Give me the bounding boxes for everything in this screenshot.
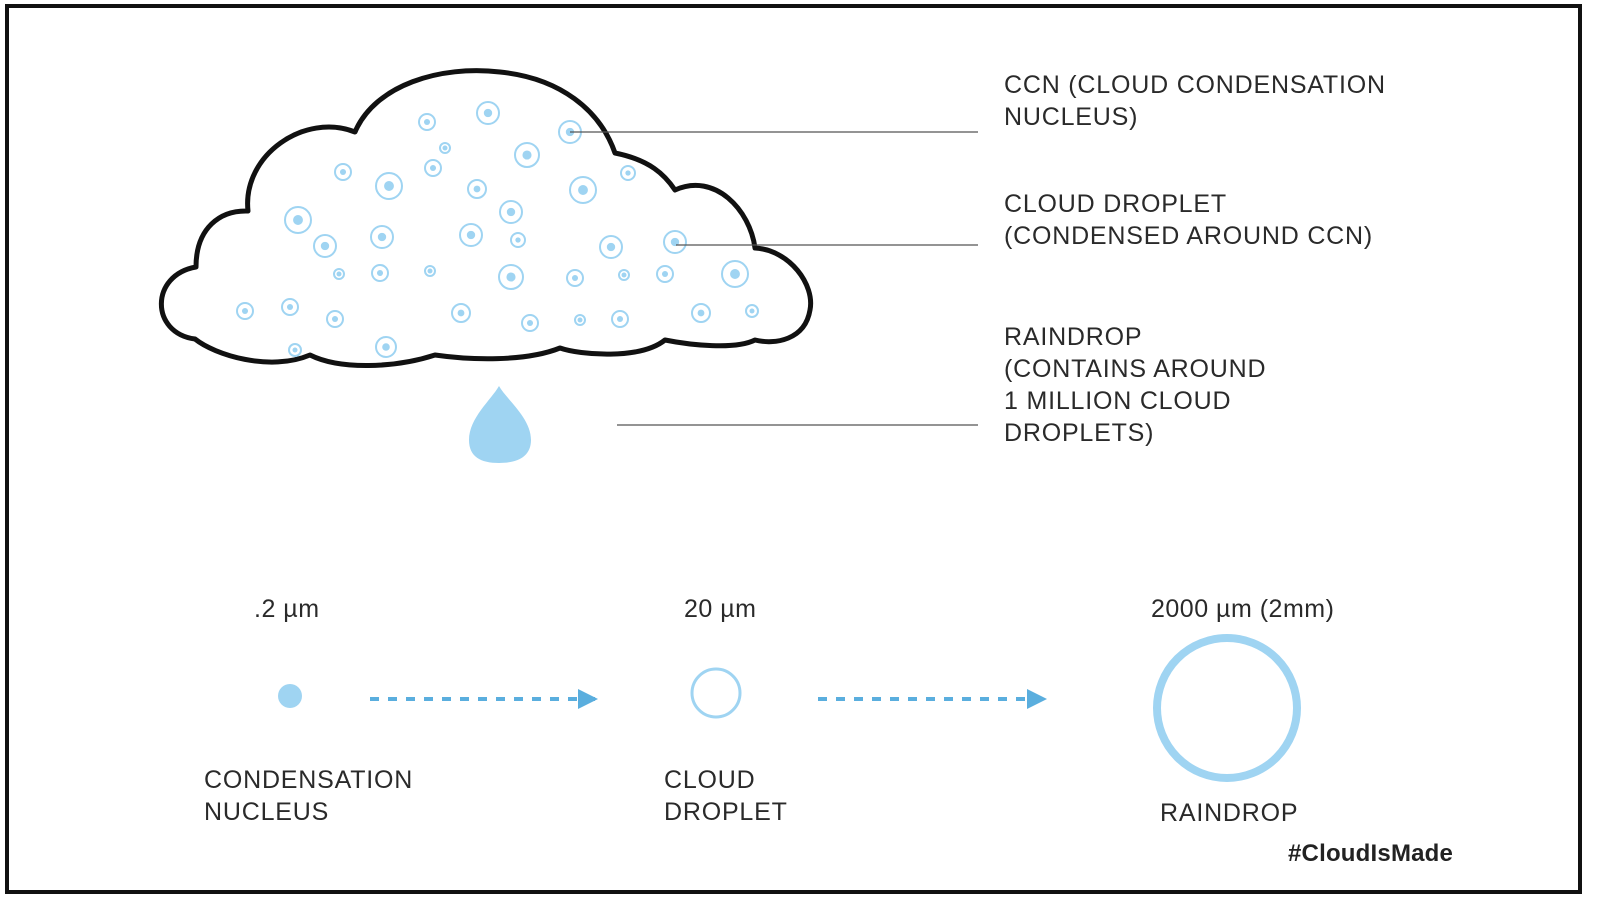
cloud-droplet-ring — [333, 268, 345, 280]
cloud-droplet-ring — [691, 303, 711, 323]
condensation-nucleus-core — [457, 309, 465, 317]
cloud-droplet-ring — [284, 206, 312, 234]
cloud-droplet-ring — [611, 310, 629, 328]
condensation-nucleus-core — [336, 271, 342, 277]
cloud-droplet-ring — [745, 304, 759, 318]
cloud-droplet-ring — [326, 310, 344, 328]
cloud-droplet-ring — [498, 264, 524, 290]
cloud-droplet-ring — [375, 336, 397, 358]
nucleus-size: .2 µm — [254, 595, 320, 623]
condensation-nucleus-core — [320, 241, 330, 251]
condensation-nucleus-core — [515, 237, 521, 243]
nucleus-label: CONDENSATION NUCLEUS — [204, 766, 414, 826]
condensation-nucleus-core — [473, 185, 481, 193]
cloud-droplet-ring — [721, 260, 749, 288]
ccn-annotation: CCN (CLOUD CONDENSATION NUCLEUS) — [1004, 71, 1386, 131]
condensation-nucleus-core — [571, 274, 579, 282]
cloud-droplet-ring — [439, 142, 451, 154]
cloud-droplet-ring — [618, 269, 630, 281]
cloud-droplet-ring — [514, 142, 540, 168]
condensation-nucleus-core — [749, 308, 755, 314]
cloud-droplet-ring — [281, 298, 299, 316]
condensation-nucleus-core — [526, 319, 534, 327]
cloud-droplet-ring — [375, 172, 403, 200]
condensation-nucleus-core — [442, 145, 448, 151]
raindrop-label: RAINDROP — [1160, 799, 1299, 827]
cloud-droplet-ring — [476, 101, 500, 125]
cloud-droplet-ring — [424, 265, 436, 277]
cloud-droplets — [236, 101, 759, 358]
condensation-nucleus-core — [506, 207, 516, 217]
cloud-droplet-ring — [574, 314, 586, 326]
cloud-droplet-ring — [566, 269, 584, 287]
condensation-nucleus-dot — [278, 684, 302, 708]
condensation-nucleus-core — [293, 215, 303, 225]
condensation-nucleus-core — [506, 272, 516, 282]
cloud-droplet-ring — [418, 113, 436, 131]
cloud-droplet-ring — [467, 179, 487, 199]
cloud-droplet-ring — [459, 223, 483, 247]
cloud-droplet-ring — [451, 303, 471, 323]
cloud-outline — [159, 68, 814, 368]
condensation-nucleus-core — [577, 317, 583, 323]
condensation-nucleus-core — [429, 164, 437, 172]
raindrop-circle — [1153, 634, 1301, 782]
cloud-droplet-ring — [620, 165, 636, 181]
cloud-droplet-ring — [371, 264, 389, 282]
condensation-nucleus-core — [376, 269, 384, 277]
droplet-label: CLOUD DROPLET — [664, 766, 788, 826]
cloud-droplet-ring — [521, 314, 539, 332]
condensation-nucleus-core — [483, 108, 493, 118]
condensation-nucleus-core — [423, 118, 431, 126]
condensation-nucleus-core — [606, 242, 616, 252]
cloud-droplet-ring — [424, 159, 442, 177]
condensation-nucleus-core — [670, 237, 680, 247]
cloud-droplet-annotation: CLOUD DROPLET (CONDENSED AROUND CCN) — [1004, 190, 1374, 250]
cloud-droplet-ring — [599, 235, 623, 259]
condensation-nucleus-core — [578, 185, 588, 195]
droplet-size: 20 µm — [684, 595, 757, 623]
raindrop-icon — [469, 386, 531, 463]
cloud-droplet-ring — [313, 234, 337, 258]
condensation-nucleus-core — [286, 303, 294, 311]
condensation-nucleus-core — [427, 268, 433, 274]
condensation-nucleus-core — [616, 315, 624, 323]
cloud-droplet-ring — [569, 176, 597, 204]
condensation-nucleus-core — [382, 343, 390, 351]
raindrop-size: 2000 µm (2mm) — [1151, 595, 1335, 623]
condensation-nucleus-core — [661, 270, 669, 278]
condensation-nucleus-core — [730, 269, 740, 279]
condensation-nucleus-core — [331, 315, 339, 323]
cloud-droplet-ring — [510, 232, 526, 248]
cloud-droplet-ring — [236, 302, 254, 320]
condensation-nucleus-core — [621, 272, 627, 278]
condensation-nucleus-core — [697, 309, 705, 317]
condensation-nucleus-core — [466, 230, 476, 240]
condensation-nucleus-core — [377, 232, 387, 242]
cloud-droplet-ring — [370, 225, 394, 249]
cloud-droplet-ring — [499, 200, 523, 224]
raindrop-annotation: RAINDROP (CONTAINS AROUND 1 MILLION CLOU… — [1004, 323, 1267, 447]
condensation-nucleus-core — [339, 168, 347, 176]
cloud-droplet-ring — [656, 265, 674, 283]
condensation-nucleus-core — [241, 307, 249, 315]
cloud-droplet-ring — [663, 230, 687, 254]
condensation-nucleus-core — [522, 150, 532, 160]
cloud-droplet-ring — [334, 163, 352, 181]
hashtag: #CloudIsMade — [1288, 840, 1454, 867]
condensation-nucleus-core — [625, 170, 631, 176]
condensation-nucleus-core — [292, 347, 298, 353]
cloud-droplet-ring — [288, 343, 302, 357]
cloud-droplet-circle — [690, 667, 742, 719]
condensation-nucleus-core — [384, 181, 394, 191]
